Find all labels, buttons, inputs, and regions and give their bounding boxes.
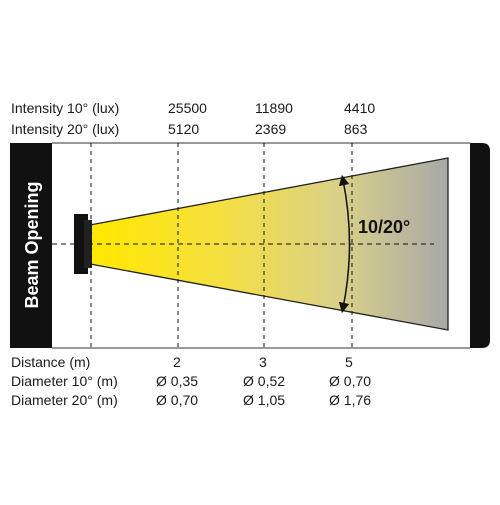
- distance-value-2m: 2: [173, 354, 181, 370]
- beam-opening-label: Beam Opening: [22, 181, 42, 308]
- intensity-20-value-3m: 2369: [255, 121, 286, 137]
- intensity-20-value-5m: 863: [344, 121, 368, 137]
- diameter-10-label: Diameter 10° (m): [11, 373, 118, 389]
- right-frame-bar: [470, 143, 490, 348]
- distance-value-3m: 3: [259, 354, 267, 370]
- beam-angle-label: 10/20°: [358, 217, 410, 237]
- distance-label: Distance (m): [11, 354, 90, 370]
- intensity-10-label: Intensity 10° (lux): [11, 100, 119, 116]
- diameter-10-value-3m: Ø 0,52: [243, 373, 285, 389]
- diameter-10-value-2m: Ø 0,35: [156, 373, 198, 389]
- intensity-20-value-2m: 5120: [168, 121, 199, 137]
- intensity-10-value-3m: 11890: [255, 100, 293, 116]
- diameter-20-value-3m: Ø 1,05: [243, 392, 285, 408]
- intensity-10-value-5m: 4410: [344, 100, 375, 116]
- intensity-10-value-2m: 25500: [168, 100, 207, 116]
- diameter-20-value-5m: Ø 1,76: [329, 392, 371, 408]
- side-label-bar: [10, 143, 52, 348]
- diameter-20-value-2m: Ø 0,70: [156, 392, 198, 408]
- beam-angle-arc: [338, 174, 351, 314]
- distance-value-5m: 5: [345, 354, 353, 370]
- intensity-20-label: Intensity 20° (lux): [11, 121, 119, 137]
- diameter-20-label: Diameter 20° (m): [11, 392, 118, 408]
- diameter-10-value-5m: Ø 0,70: [329, 373, 371, 389]
